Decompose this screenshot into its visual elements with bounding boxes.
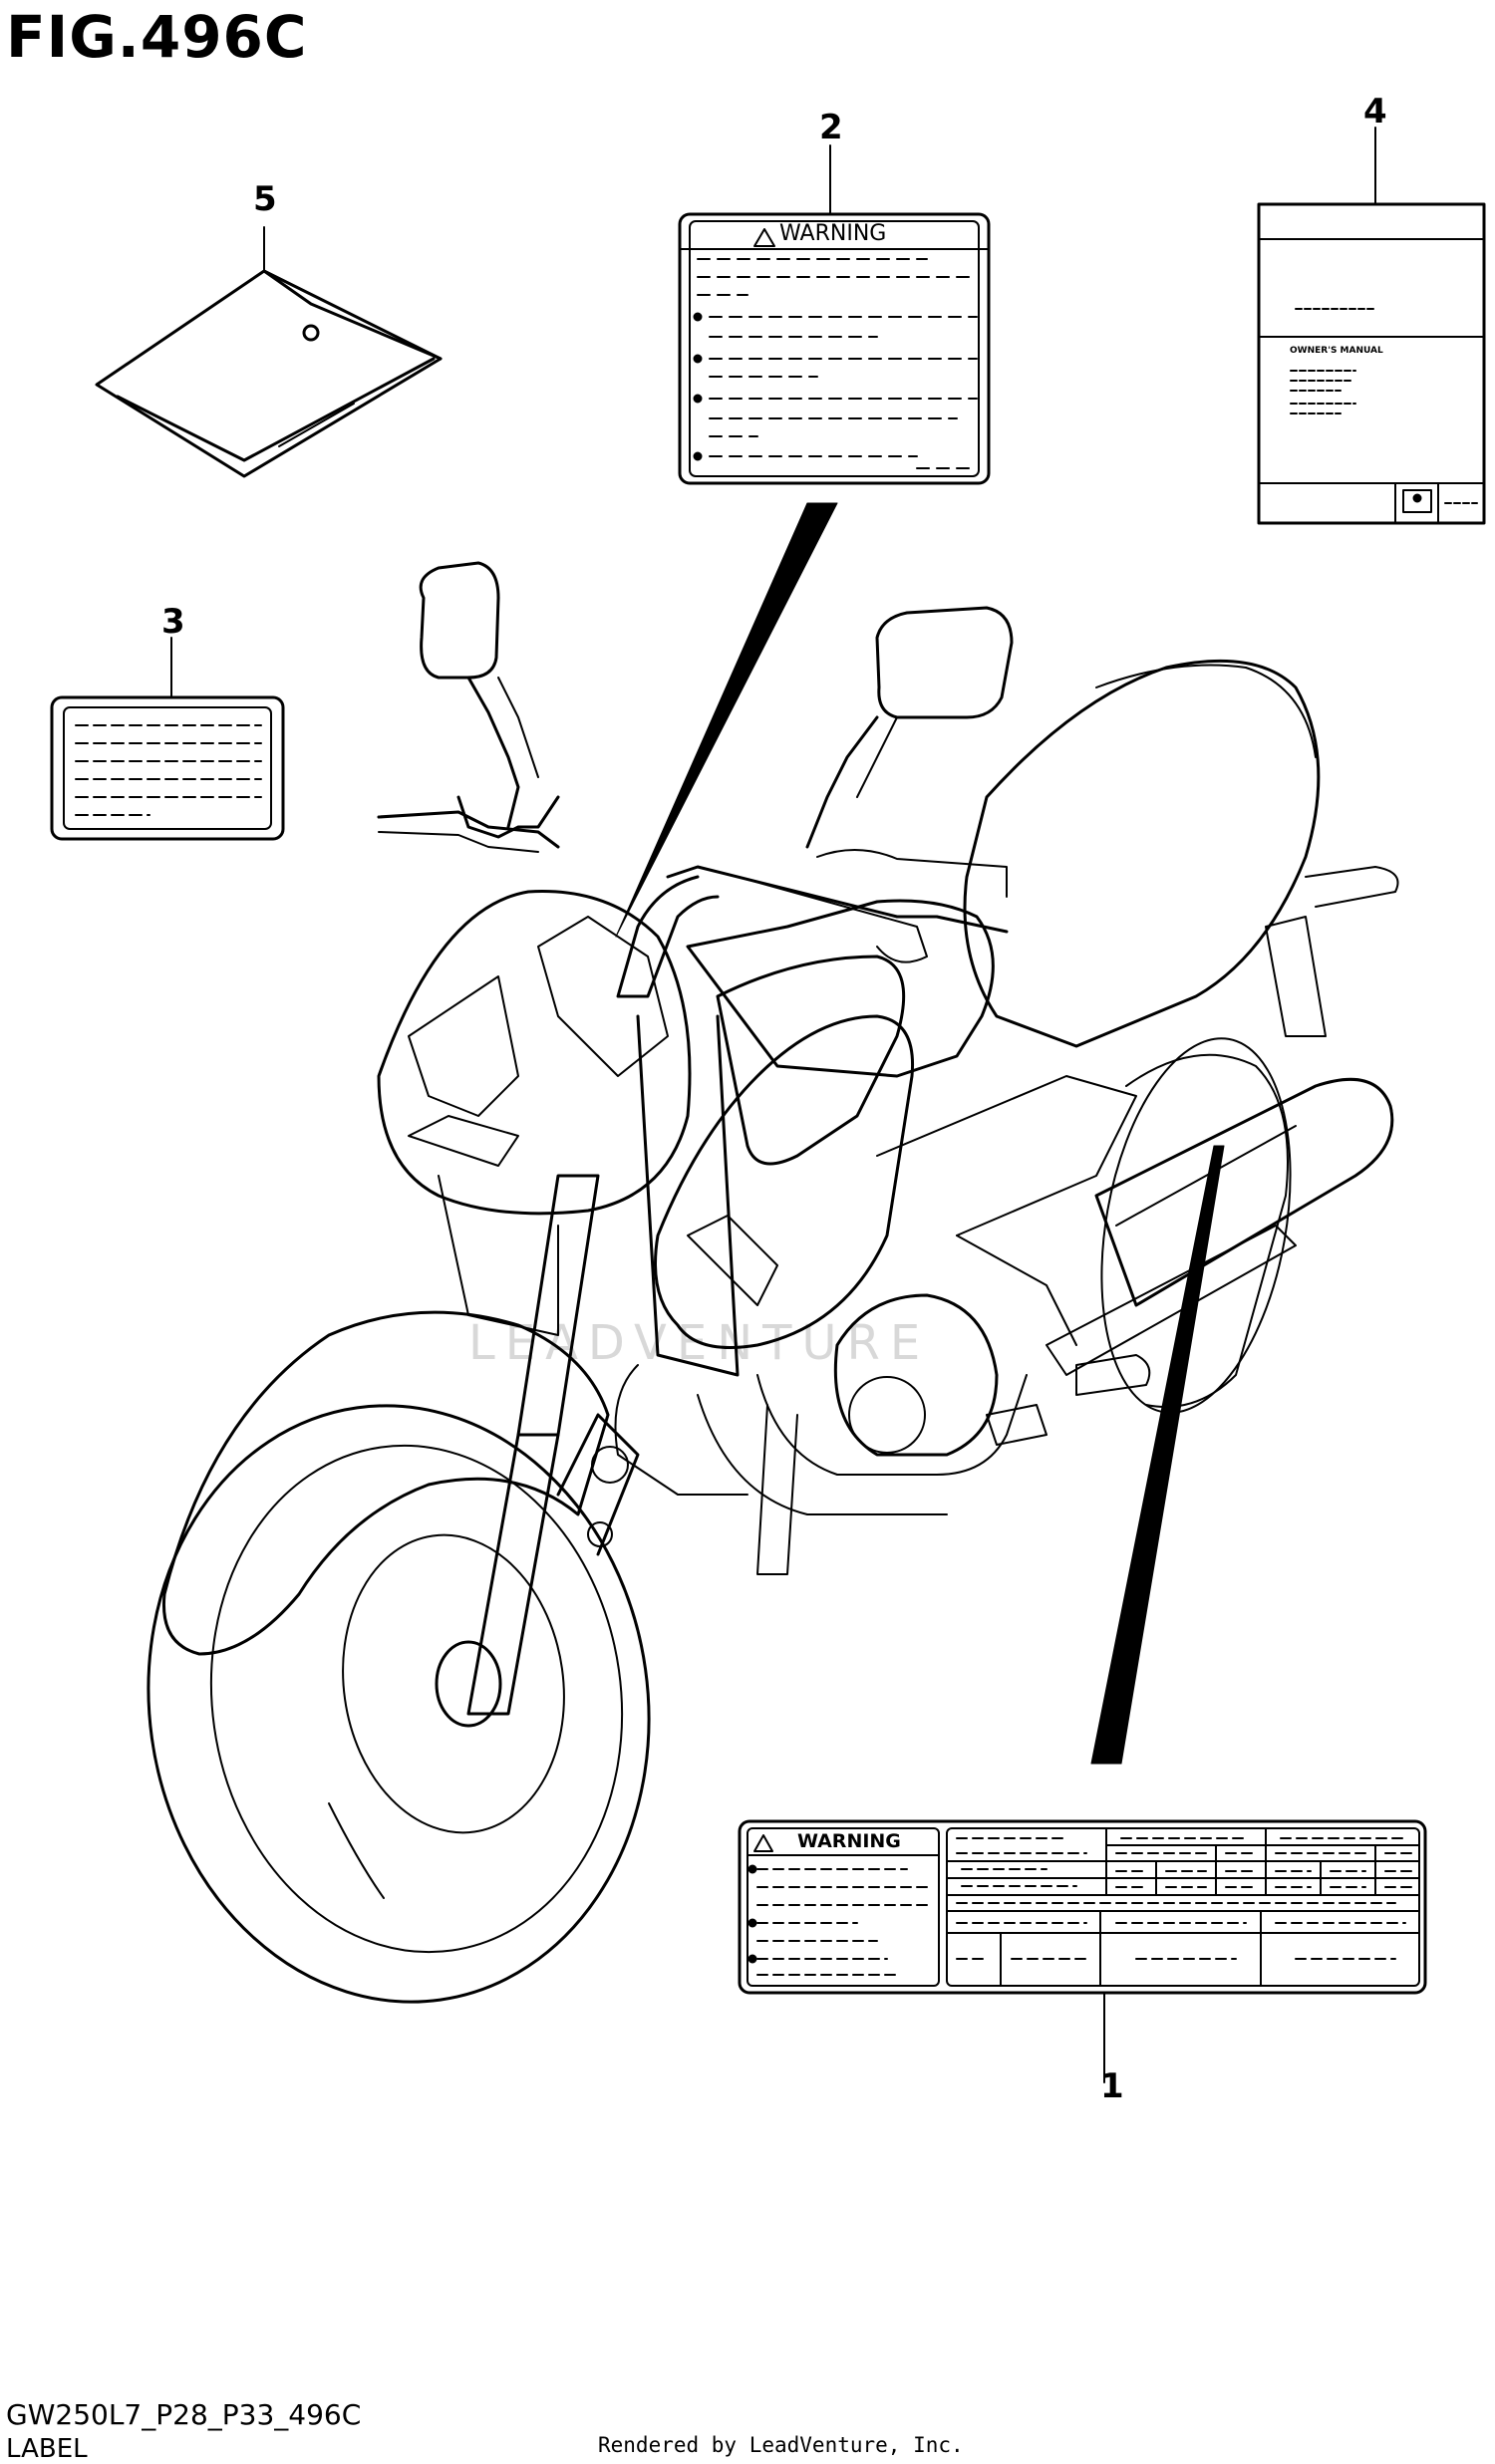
part-4-owners-manual [1257,127,1486,525]
section-name: LABEL [6,2434,88,2464]
figure-title: FIG.496C [6,3,308,71]
part-2-leader [615,502,838,938]
part-5-service-pouch [95,226,443,478]
part-2-warning-label [678,144,991,485]
diagram-code: GW250L7_P28_P33_496C [6,2398,362,2431]
watermark-text: LEADVENTURE [468,1315,931,1371]
part-4-manual-title: OWNER'S MANUAL [1290,346,1383,356]
callout-2[interactable]: 2 [819,108,843,147]
part-1-combined-label [738,1819,1427,2083]
part-2-warning-heading: WARNING [779,221,887,246]
motorcycle-drawing [147,561,1399,2004]
callout-4[interactable]: 4 [1363,92,1387,132]
part-3-label [50,637,285,841]
callout-5[interactable]: 5 [253,179,277,219]
render-credit: Rendered by LeadVenture, Inc. [598,2433,964,2457]
callout-1[interactable]: 1 [1100,2066,1124,2106]
callout-3[interactable]: 3 [161,602,185,642]
part-1-leader [1090,1145,1225,1765]
part-1-warning-heading: WARNING [797,1830,901,1852]
